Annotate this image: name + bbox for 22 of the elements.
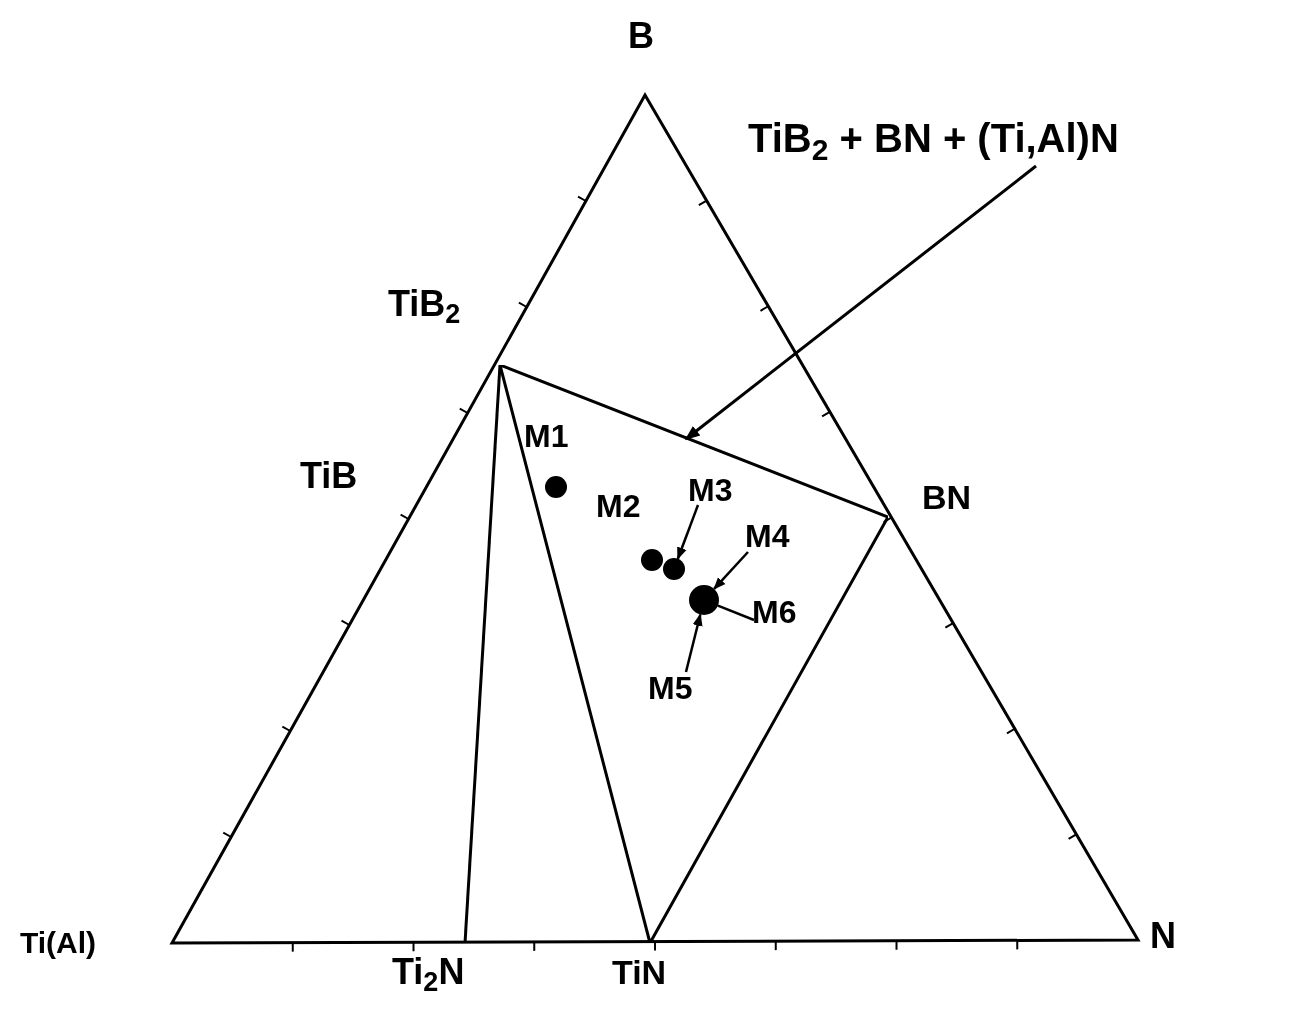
composition-label: M1	[524, 420, 569, 452]
phase-region-label: TiB$_{2}$ + BN + (Ti,Al)N	[748, 118, 1119, 158]
data-point	[663, 558, 685, 580]
composition-label: BN	[922, 480, 972, 514]
sample-label: M4	[745, 520, 790, 552]
composition-label: B	[628, 18, 654, 54]
composition-label: Ti$_{2}$N	[392, 954, 465, 990]
leader-line	[717, 604, 755, 622]
composition-label: TiB$_{2}$	[388, 286, 461, 322]
composition-label: M2	[596, 490, 641, 522]
data-point	[689, 585, 719, 615]
leader-line	[684, 613, 703, 673]
sample-label: M6	[752, 596, 797, 628]
leader-line	[676, 504, 700, 560]
arrow	[684, 164, 1037, 441]
composition-label: Ti(Al)	[20, 928, 97, 958]
sample-label: M5	[648, 672, 693, 704]
composition-label: N	[1150, 918, 1176, 954]
composition-label: TiN	[612, 955, 667, 989]
sample-label: M3	[688, 474, 733, 506]
leader-line	[713, 551, 749, 590]
composition-label: TiB	[300, 458, 358, 494]
